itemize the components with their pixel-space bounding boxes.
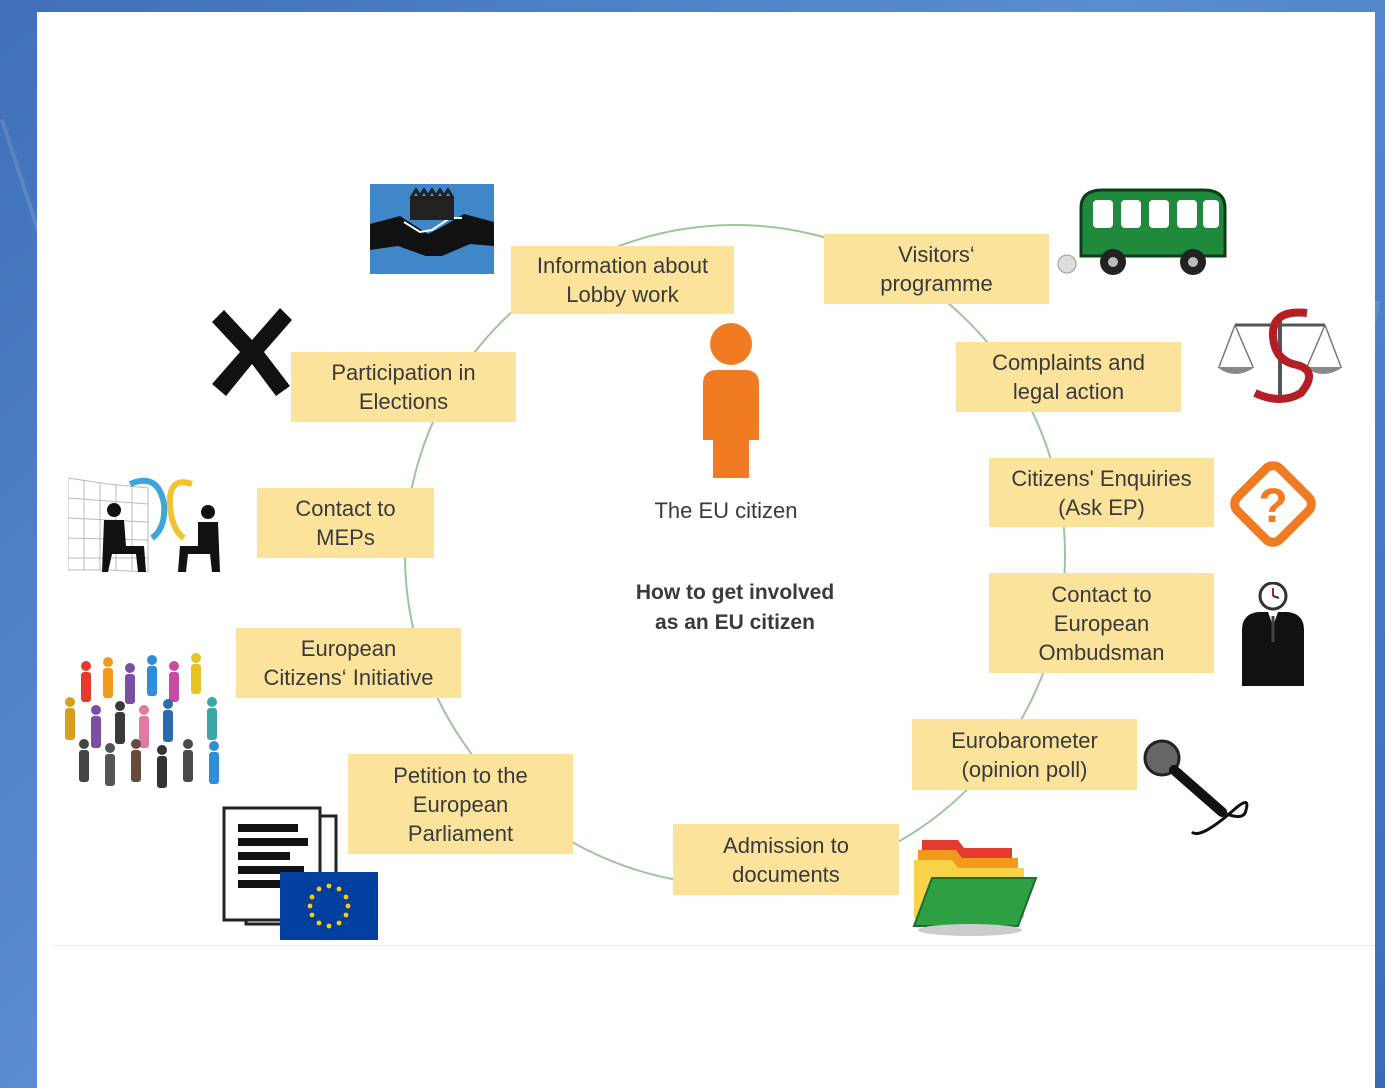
crowd-icon xyxy=(65,653,219,788)
node-complaints: Complaints and legal action xyxy=(956,342,1181,412)
handshake-icon xyxy=(370,184,494,274)
diagram-heading: How to get involved as an EU citizen xyxy=(635,581,835,634)
node-admission-documents: Admission to documents xyxy=(673,824,899,895)
document-eu-flag-icon xyxy=(222,806,378,940)
divider xyxy=(52,945,1375,946)
folder-icon xyxy=(912,840,1038,936)
node-elections: Participation in Elections xyxy=(291,352,516,422)
ballot-cross-icon xyxy=(212,308,292,396)
meeting-icon xyxy=(68,477,220,573)
node-citizens-enquiries: Citizens' Enquiries (Ask EP) xyxy=(989,458,1214,527)
citizen-figure-icon xyxy=(703,323,759,478)
question-diamond-icon: ? xyxy=(1230,461,1316,547)
scales-icon xyxy=(1217,308,1343,403)
node-citizens-initiative: European Citizens‘ Initiative xyxy=(236,628,461,698)
node-ombudsman: Contact to European Ombudsman xyxy=(989,573,1214,673)
microphone-icon xyxy=(1143,739,1249,835)
clock-head-man-icon xyxy=(1242,582,1304,686)
node-petition: Petition to the European Parliament xyxy=(348,754,573,854)
bus-icon xyxy=(1057,188,1227,275)
center-label: The EU citizen xyxy=(654,498,798,523)
node-contact-meps: Contact to MEPs xyxy=(257,488,434,558)
node-lobby-info: Information about Lobby work xyxy=(511,246,734,314)
node-visitors-programme: Visitors‘ programme xyxy=(824,234,1049,304)
node-eurobarometer: Eurobarometer (opinion poll) xyxy=(912,719,1137,790)
svg-text:?: ? xyxy=(1258,480,1287,533)
